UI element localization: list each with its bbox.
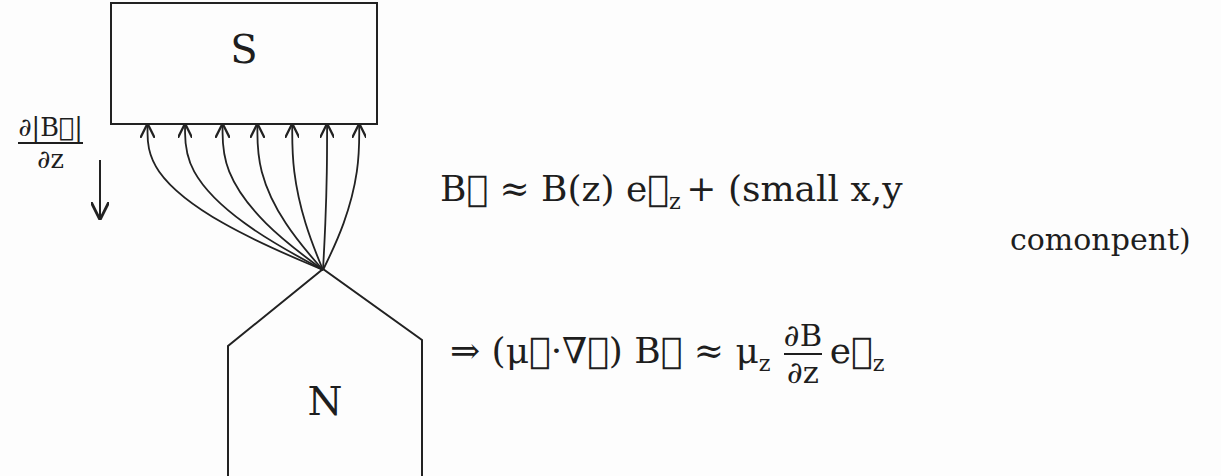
math-term: B⃗ ≈ B(z) e⃗ — [440, 168, 669, 209]
math-term: + (small x,y — [686, 168, 902, 209]
field-line — [223, 125, 323, 270]
equation: ∂|B⃗|∂z — [12, 112, 89, 174]
math-term: e⃗ — [830, 330, 873, 371]
field-line — [292, 125, 323, 270]
math-term: ∂B — [784, 318, 822, 353]
math-term: ∂z — [37, 144, 64, 174]
math-term: ⇒ (μ⃗·∇⃗) B⃗ ≈ μ — [450, 330, 759, 371]
math-term: comonpent) — [1010, 222, 1191, 257]
pole-letter: N — [308, 378, 343, 424]
math-term: ∂|B⃗| — [18, 112, 82, 142]
field-line — [323, 125, 327, 270]
subscript: z — [759, 350, 771, 376]
equation: B⃗ ≈ B(z) e⃗z+ (small x,y — [440, 168, 903, 209]
equation: ⇒ (μ⃗·∇⃗) B⃗ ≈ μz∂B∂ze⃗z — [450, 318, 890, 390]
equation: comonpent) — [1010, 222, 1191, 257]
north-pole: N — [226, 266, 424, 476]
math-term: ∂z — [787, 355, 819, 390]
field-line — [323, 125, 359, 270]
gradient-arrow — [99, 160, 101, 218]
field-line — [148, 125, 323, 270]
fraction: ∂B∂z — [784, 318, 822, 390]
field-line — [257, 125, 323, 270]
fraction: ∂|B⃗|∂z — [18, 112, 82, 174]
pole-outline — [226, 266, 424, 476]
pole-letter: S — [230, 26, 257, 72]
south-pole: S — [110, 2, 378, 125]
subscript: z — [669, 188, 681, 214]
subscript: z — [873, 350, 885, 376]
field-line — [185, 125, 323, 270]
fraction-bar — [784, 353, 822, 355]
fraction-bar — [18, 142, 82, 144]
